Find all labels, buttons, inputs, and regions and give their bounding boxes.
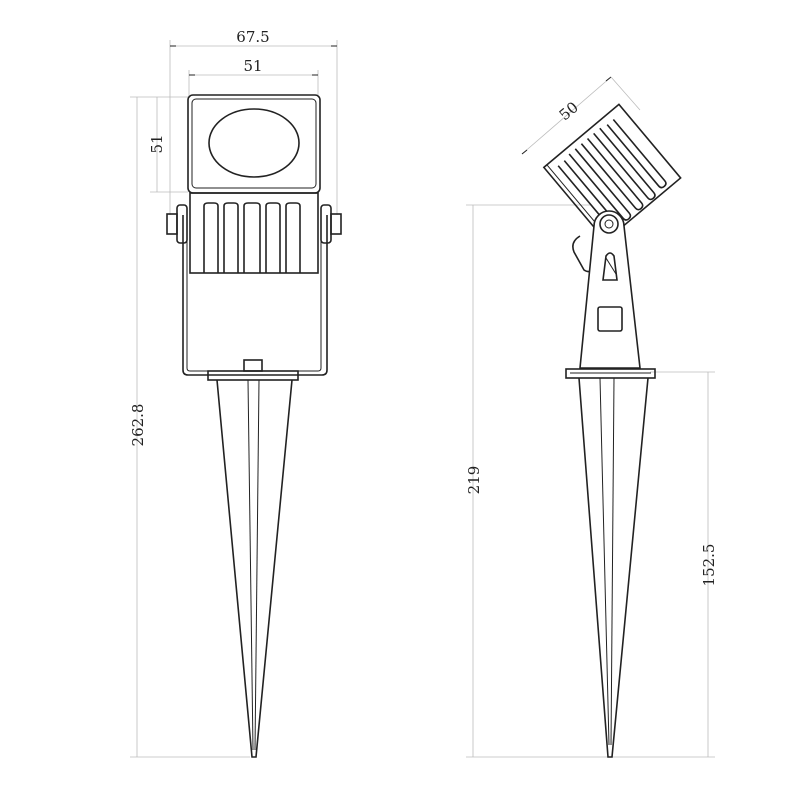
pivot: [599, 214, 619, 234]
lens: [208, 108, 300, 178]
dim-label: 152.5: [700, 544, 718, 587]
side-view: 50 219 152.5: [465, 76, 718, 758]
front-view: 67.5 51 51 262.8: [129, 28, 342, 758]
spike: [216, 379, 293, 758]
dim-overall-width: 67.5: [169, 28, 338, 215]
dim-total-height: 262.8: [129, 97, 250, 758]
dim-label: 51: [243, 57, 262, 75]
heatsink-fins: [203, 202, 301, 273]
dim-head-width: 51: [188, 57, 319, 96]
dim-label: 262.8: [129, 404, 147, 447]
dim-label: 51: [148, 134, 166, 153]
dim-spike-length: 152.5: [612, 371, 718, 758]
spike: [578, 377, 649, 758]
spike-plate: [207, 370, 299, 381]
dim-label: 219: [465, 466, 483, 495]
dim-label: 67.5: [236, 28, 269, 46]
dim-label: 50: [556, 98, 582, 124]
spike-plate: [565, 368, 656, 379]
dim-side-height: 219: [465, 204, 610, 758]
dim-head-height: 51: [130, 96, 188, 193]
